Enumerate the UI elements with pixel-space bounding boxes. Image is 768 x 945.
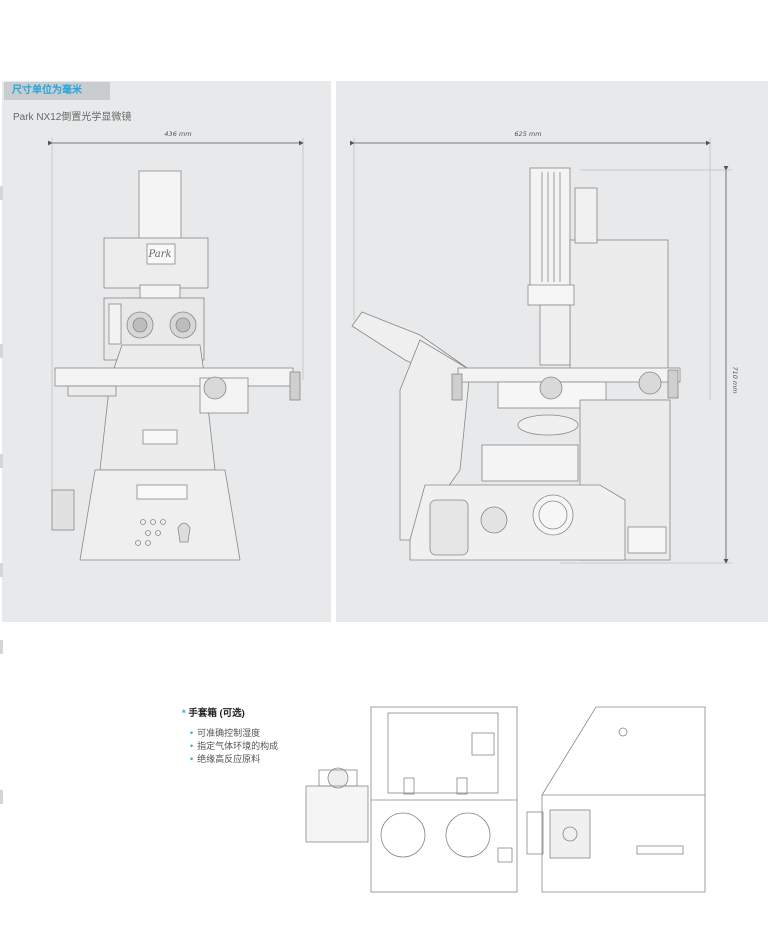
glovebox-title: * 手套箱 (可选) bbox=[182, 705, 245, 719]
glovebox-feature-list: •可准确控制湿度 •指定气体环境的构成 •绝缘高反应原料 bbox=[190, 727, 278, 766]
product-title: Park NX12倒置光学显微镜 bbox=[13, 112, 132, 123]
bullet-icon: • bbox=[190, 754, 194, 764]
edge-mark bbox=[0, 454, 3, 468]
height-label: 710 mm bbox=[731, 366, 739, 393]
bullet-icon: • bbox=[190, 741, 194, 751]
list-item: •指定气体环境的构成 bbox=[190, 740, 278, 753]
edge-mark bbox=[0, 186, 3, 200]
edge-mark bbox=[0, 790, 3, 804]
glovebox-drawing bbox=[305, 706, 706, 893]
park-logo: Park bbox=[147, 249, 171, 260]
bullet-icon: • bbox=[190, 728, 194, 738]
edge-mark bbox=[0, 344, 3, 358]
feature-text: 指定气体环境的构成 bbox=[197, 741, 279, 751]
list-item: •可准确控制湿度 bbox=[190, 727, 278, 740]
front-width-label: 436 mm bbox=[164, 130, 191, 138]
side-view-drawing bbox=[350, 138, 732, 564]
unit-tag: 尺寸单位为毫米 bbox=[4, 82, 110, 100]
edge-mark bbox=[0, 640, 3, 654]
glovebox-title-text: 手套箱 (可选) bbox=[188, 708, 245, 719]
title-marker: * bbox=[182, 708, 186, 719]
list-item: •绝缘高反应原料 bbox=[190, 753, 278, 766]
feature-text: 绝缘高反应原料 bbox=[197, 754, 261, 764]
edge-mark bbox=[0, 563, 3, 577]
side-width-label: 625 mm bbox=[514, 130, 541, 138]
feature-text: 可准确控制湿度 bbox=[197, 728, 261, 738]
front-view-drawing bbox=[48, 138, 304, 561]
